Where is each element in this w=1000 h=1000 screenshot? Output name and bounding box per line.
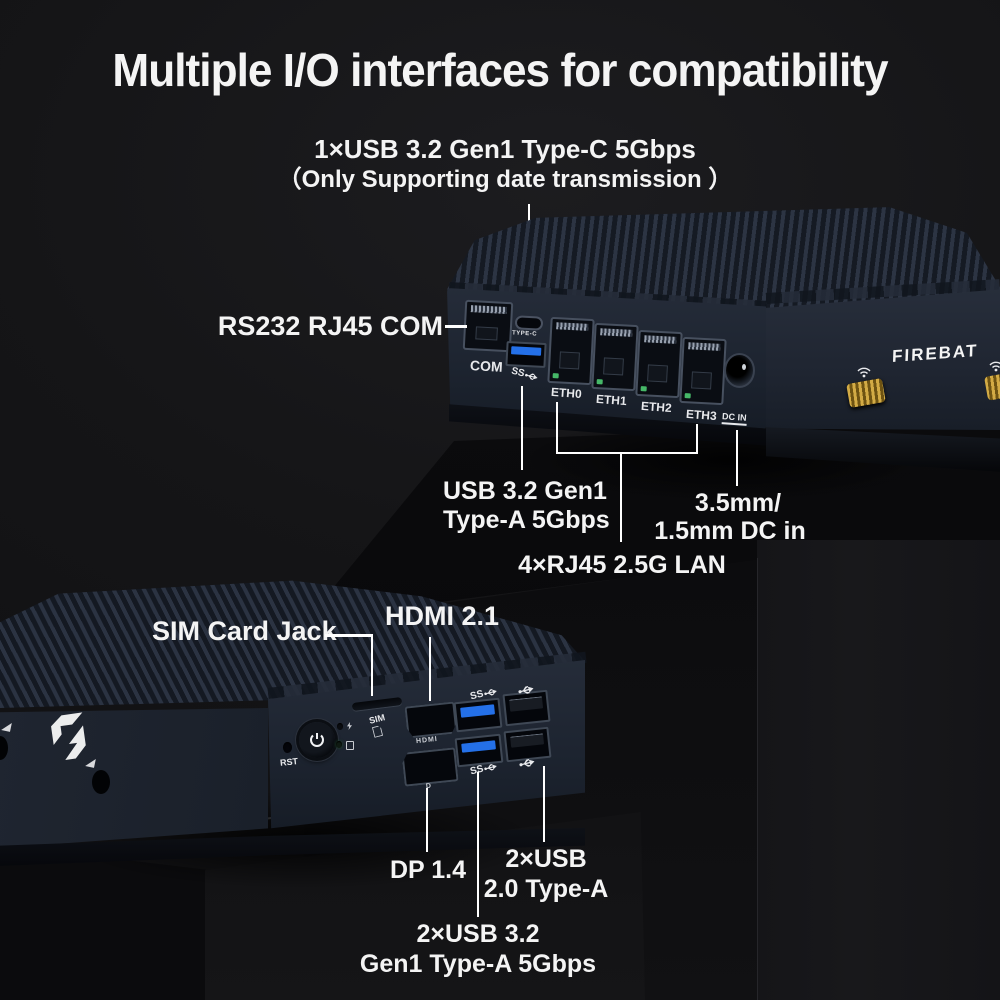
- dp-port: [401, 747, 458, 786]
- annotation-usb32-line2: Gen1 Type-A 5Gbps: [359, 950, 597, 978]
- usb2-trident-icon-bottom: [519, 759, 535, 767]
- led-indicator-icon-1: [347, 722, 352, 730]
- eth1-tab: [602, 357, 625, 376]
- eth2-pins: [644, 335, 677, 344]
- power-icon: [310, 733, 324, 747]
- dc-jack: [724, 353, 755, 388]
- eth3-pins: [688, 342, 721, 351]
- usb2-bottom-tongue: [509, 733, 545, 748]
- type-c-port: [514, 315, 544, 331]
- eth1-port: [591, 322, 639, 392]
- led-indicator-2: [336, 741, 342, 748]
- rst-hole: [283, 742, 292, 753]
- rst-label: RST: [279, 756, 299, 768]
- com-port-pins: [470, 305, 508, 314]
- annotation-usb2-line2: 2.0 Type-A: [483, 875, 609, 903]
- port-label-com: COM: [469, 357, 504, 375]
- leader-line-usb2: [543, 766, 545, 842]
- eth1-pins: [600, 328, 633, 337]
- port-label-eth3: ETH3: [685, 406, 718, 424]
- com-port-tab: [474, 326, 498, 341]
- leader-line-sim-v: [371, 634, 373, 696]
- led-indicator-1: [337, 723, 343, 730]
- antenna-hole-left: [0, 736, 8, 760]
- dc-jack-highlight: [741, 364, 746, 371]
- usb-trident-icon-3: [484, 763, 498, 770]
- annotation-usb32-line1: 2×USB 3.2: [416, 920, 540, 948]
- wifi-icon-2: [989, 361, 1000, 372]
- annotation-dc-line1: 3.5mm/: [694, 489, 782, 517]
- eth3-port: [679, 336, 727, 406]
- triangle-marker: [85, 757, 96, 768]
- eth1-led: [596, 379, 603, 385]
- annotation-dp: DP 1.4: [390, 856, 466, 884]
- triangle-marker-left: [1, 721, 12, 732]
- usb3-top-tongue: [459, 704, 496, 718]
- eth0-tab: [558, 351, 581, 370]
- antenna-hole: [92, 770, 110, 794]
- firebat-logo-mark: [51, 712, 86, 760]
- device1-side-panel: [766, 289, 1000, 430]
- annotation-lan: 4×RJ45 2.5G LAN: [518, 551, 726, 579]
- power-button: [299, 722, 335, 758]
- annotation-hdmi: HDMI 2.1: [385, 601, 500, 631]
- ss-label-top: SS: [469, 685, 500, 702]
- eth0-port: [547, 316, 595, 386]
- usb3-port-top: [453, 697, 503, 733]
- leader-line-dc: [736, 430, 738, 486]
- lan-bracket-left: [556, 402, 558, 454]
- annotation-rs232: RS232 RJ45 COM: [217, 311, 443, 341]
- usb3-bottom-tongue: [460, 740, 497, 753]
- leader-line-hdmi: [429, 637, 431, 701]
- led-indicator-icon-2: [346, 741, 354, 750]
- usb2-trident-icon-top: [518, 686, 534, 694]
- eth2-tab: [646, 364, 669, 383]
- leader-line-dp: [426, 788, 428, 852]
- pedestal-right-face: [757, 540, 1000, 1000]
- usb3-tongue: [511, 346, 542, 356]
- port-label-ss-rear: SS: [510, 366, 541, 384]
- leader-line-usb32: [477, 772, 479, 917]
- port-label-dcin: DC IN: [721, 411, 747, 426]
- leader-line-usb-a: [521, 386, 523, 470]
- usb-trident-icon-2: [484, 688, 498, 695]
- leader-line-rs232: [445, 325, 467, 328]
- port-label-typec: TYPE-C: [511, 330, 538, 338]
- lan-bracket-right: [696, 424, 698, 454]
- pedestal-edge: [757, 558, 758, 1000]
- annotation-usb-c-line1: 1×USB 3.2 Gen1 Type-C 5Gbps: [314, 134, 696, 164]
- port-label-eth0: ETH0: [550, 384, 583, 402]
- annotation-usb-a-line2: Type-A 5Gbps: [443, 506, 610, 534]
- eth2-led: [640, 386, 647, 392]
- eth3-tab: [690, 371, 713, 390]
- hdmi-port: [404, 701, 457, 738]
- usb3-port-rear: [505, 340, 547, 369]
- lan-bracket-drop: [620, 452, 622, 542]
- device2-left-panel: [0, 708, 268, 848]
- annotation-usb2-line1: 2×USB: [505, 845, 587, 873]
- usb2-top-tongue: [508, 696, 544, 712]
- leader-line-sim-h: [325, 634, 373, 637]
- eth2-port: [635, 329, 683, 399]
- annotation-usb-c-line2: （Only Supporting date transmission ）: [277, 166, 733, 193]
- port-label-eth1: ETH1: [595, 391, 628, 409]
- port-label-eth2: ETH2: [640, 398, 673, 416]
- usb-trident-icon: [525, 373, 539, 380]
- annotation-sim: SIM Card Jack: [152, 616, 337, 646]
- lan-bracket-bottom: [556, 452, 698, 454]
- ss-label-bottom: SS: [469, 760, 500, 777]
- annotation-usb-a-line1: USB 3.2 Gen1: [443, 477, 607, 505]
- annotation-dc-line2: 1.5mm DC in: [654, 517, 806, 545]
- wifi-icon: [857, 367, 871, 378]
- eth0-led: [552, 373, 559, 379]
- page-title: Multiple I/O interfaces for compatibilit…: [112, 44, 888, 96]
- eth0-pins: [556, 322, 589, 331]
- eth3-led: [684, 393, 691, 399]
